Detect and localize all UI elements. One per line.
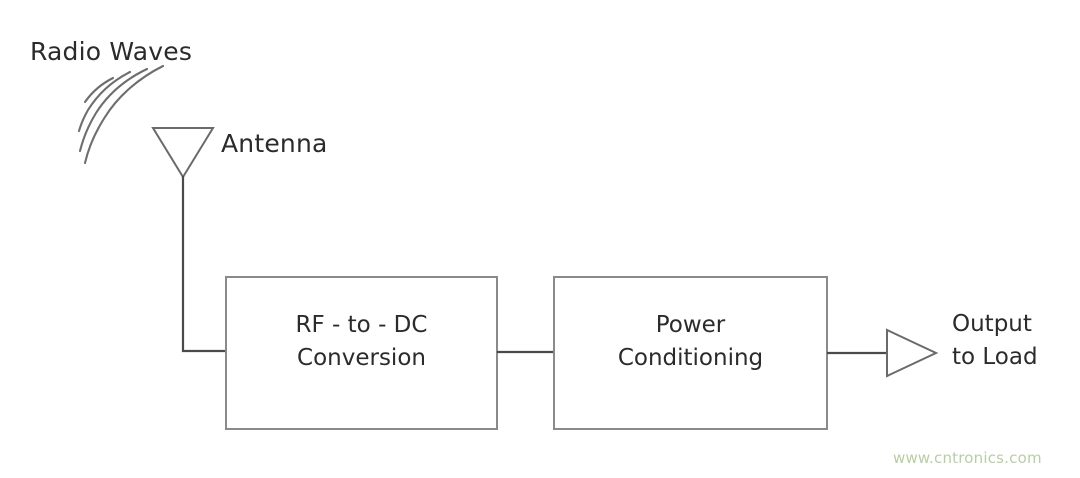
radio-wave-arc-1: [83, 76, 115, 104]
block-label-power-conditioning: Power Conditioning: [617, 312, 764, 372]
radio-wave-arcs: [77, 64, 165, 165]
radio-wave-arc-4: [83, 64, 165, 165]
antenna-triangle-icon: [151, 127, 215, 179]
output-triangle-icon: [886, 328, 939, 378]
label-output-to-load: Output to Load: [952, 311, 1038, 371]
block-label-rf-to-dc: RF - to - DC Conversion: [295, 312, 428, 372]
antenna-feed-line: [181, 176, 226, 353]
label-antenna: Antenna: [221, 129, 328, 158]
block-rf-to-dc: [225, 276, 498, 430]
radio-wave-arc-2: [77, 70, 132, 133]
label-radio-waves: Radio Waves: [30, 37, 193, 66]
watermark-text: www.cntronics.com: [893, 449, 1042, 467]
radio-wave-arc-3: [78, 67, 149, 153]
block-power-conditioning: [553, 276, 828, 430]
